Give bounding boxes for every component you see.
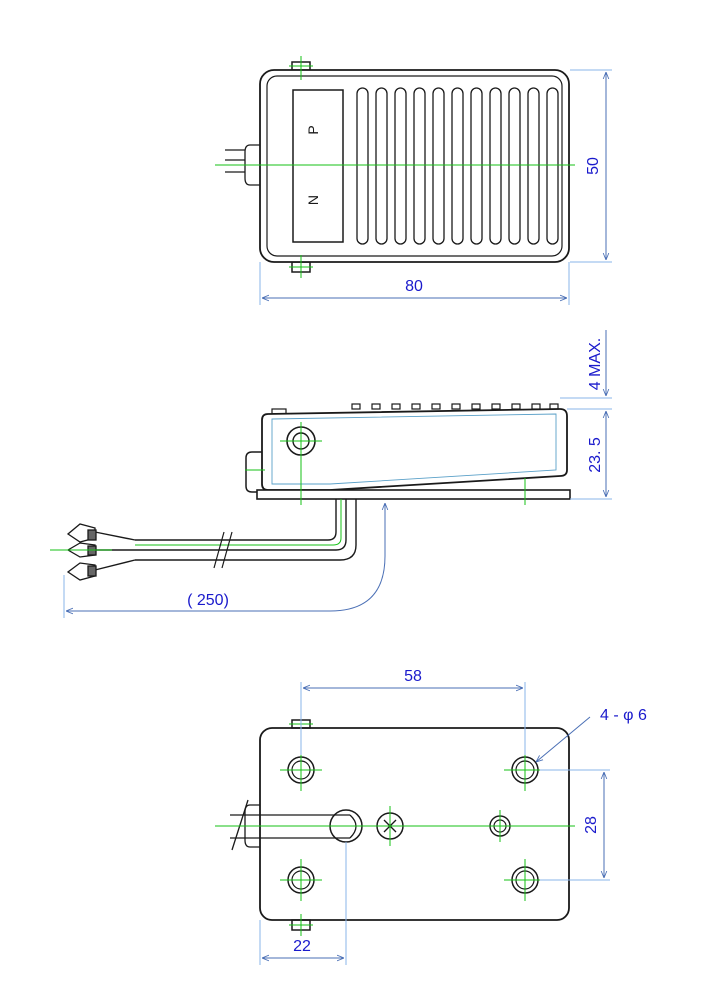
dim-text-80: 80 bbox=[405, 278, 423, 295]
dimension-hole-spacing-x bbox=[300, 682, 526, 755]
side-view: 4 MAX. 23. 5 ( 250) bbox=[50, 330, 612, 618]
cable-side-core bbox=[135, 499, 342, 546]
pedal-body-bottom bbox=[259, 727, 570, 921]
label-panel bbox=[292, 89, 344, 243]
grip-ribs bbox=[356, 87, 559, 245]
bottom-view: 58 28 22 4 - φ 6 bbox=[215, 668, 647, 965]
centerlines-bottom bbox=[215, 714, 575, 936]
centerlines-top bbox=[215, 56, 575, 278]
dimension-cable-length bbox=[63, 503, 385, 618]
hole-callout-leader bbox=[536, 716, 591, 762]
dimension-height-side bbox=[560, 330, 612, 500]
dimension-cable-offset bbox=[259, 842, 347, 965]
pedal-body-side-inner bbox=[271, 413, 557, 485]
rear-hinge bbox=[245, 451, 262, 493]
top-view: P N 50 bbox=[215, 56, 612, 305]
label-p: P bbox=[305, 125, 321, 134]
dim-text-23-5: 23. 5 bbox=[587, 437, 604, 473]
dimension-height-top bbox=[570, 69, 612, 263]
cable-stub-bottom bbox=[230, 799, 357, 851]
dim-text-250: ( 250) bbox=[187, 592, 229, 609]
centerlines-side bbox=[245, 422, 526, 505]
pedal-body-inner bbox=[266, 75, 563, 257]
dim-text-4-max: 4 MAX. bbox=[587, 338, 604, 390]
pedal-body-side bbox=[261, 408, 568, 491]
cable-terminals bbox=[66, 523, 97, 581]
dim-text-50: 50 bbox=[585, 157, 602, 175]
hole-callout-text: 4 - φ 6 bbox=[600, 707, 647, 724]
dimension-width-top bbox=[259, 262, 570, 305]
dim-text-22: 22 bbox=[293, 938, 311, 955]
base-plate bbox=[256, 489, 571, 500]
dimension-hole-spacing-y bbox=[540, 769, 610, 881]
dim-text-28: 28 bbox=[583, 816, 600, 834]
label-n: N bbox=[305, 195, 321, 205]
dim-text-58: 58 bbox=[404, 668, 422, 685]
cable-side bbox=[94, 499, 357, 571]
